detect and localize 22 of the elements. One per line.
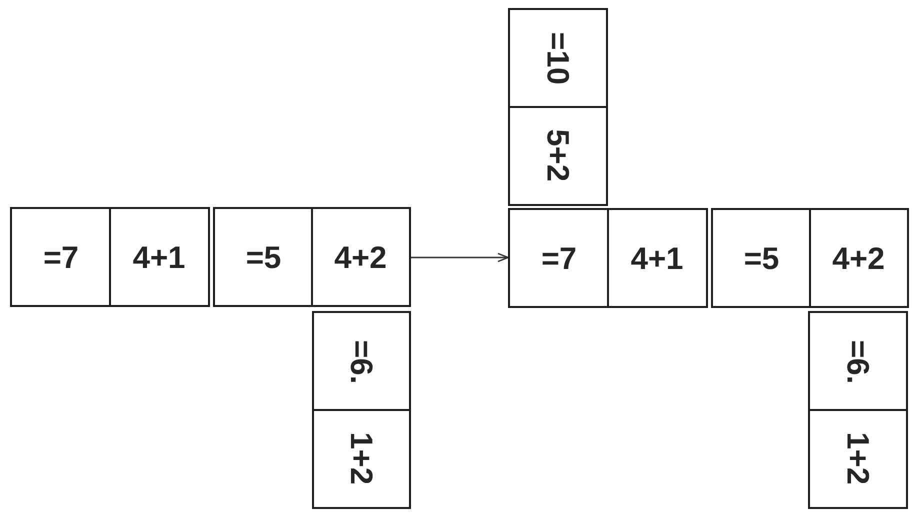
expression-text: 5+2 [542,129,574,182]
domino-tile [808,311,908,509]
arrow [411,252,509,262]
expression-text: 4+2 [832,242,885,274]
domino-tile [312,311,411,509]
domino-tile [508,208,708,308]
expression-text: =10 [542,32,574,85]
expression-text: =6. [842,340,874,384]
expression-text: =6. [346,340,377,384]
expression-text: 4+1 [132,242,186,272]
expression-text: 1+2 [842,432,874,485]
domino-tile [10,207,210,307]
expression-text: 4+2 [334,242,387,272]
expression-text: 1+2 [346,432,377,485]
domino-tile [508,8,608,206]
expression-text: =7 [43,242,79,272]
expression-text: =5 [744,242,780,274]
domino-tile [213,207,411,307]
expression-text: 4+1 [630,242,684,274]
expression-text: =5 [246,242,282,272]
domino-tile [711,208,909,308]
expression-text: =7 [541,242,577,274]
